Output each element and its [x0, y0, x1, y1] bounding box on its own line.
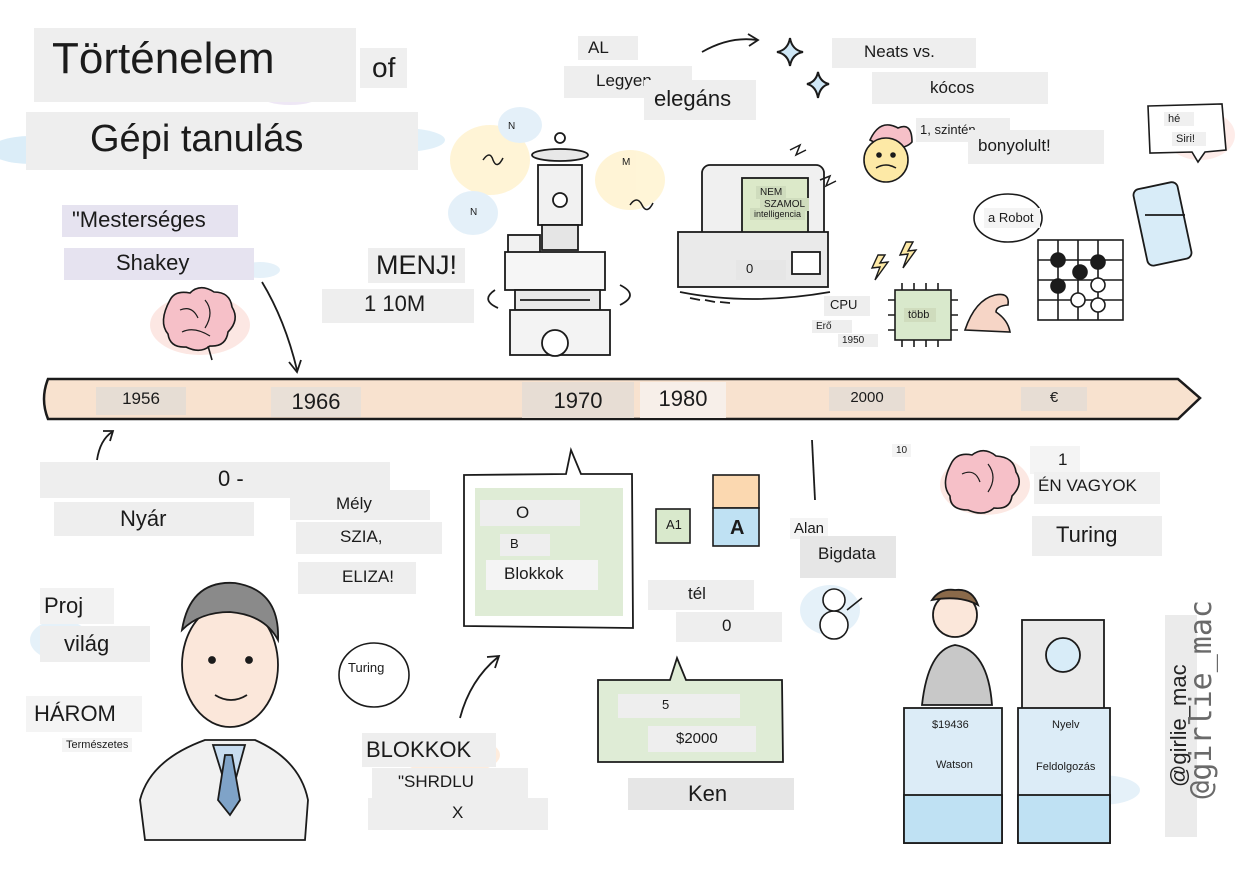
computer-illustration	[677, 164, 831, 304]
label-tobb: több	[904, 308, 936, 322]
label-al: AL	[578, 36, 638, 60]
label-harom: HÁROM	[26, 696, 142, 732]
label-en-vagyok: ÉN VAGYOK	[1034, 472, 1160, 504]
label-ten: 10	[892, 444, 912, 457]
squiggle-doodles	[482, 143, 837, 211]
label-shakey: Shakey	[64, 248, 254, 280]
label-termeszetes: Természetes	[62, 738, 133, 752]
snowman-icon	[819, 588, 863, 640]
label-intelligencia: intelligencia	[750, 208, 806, 220]
label-nem: NEM	[756, 186, 787, 199]
label-siri: Siri!	[1172, 132, 1206, 146]
exploding-head-icon	[863, 124, 913, 183]
page-title-of: of	[360, 48, 408, 88]
label-vilag: világ	[40, 626, 150, 662]
shakey-robot-illustration	[487, 132, 631, 357]
label-box-o: O	[480, 500, 580, 526]
label-usd2000: $2000	[648, 726, 756, 752]
timeline-year-euro: €	[1021, 387, 1087, 411]
label-feldolgozas: Feldolgozás	[1036, 761, 1096, 773]
label-m-1: M	[622, 157, 631, 168]
timeline-year-1966: 1966	[271, 387, 361, 417]
connector-arrows	[96, 33, 816, 719]
label-ken: Ken	[628, 778, 794, 810]
label-menj: MENJ!	[368, 248, 465, 283]
label-proj: Proj	[40, 588, 114, 624]
label-box-blokkok: Blokkok	[486, 560, 598, 590]
label-tel: tél	[648, 580, 754, 610]
label-one: 1	[1030, 446, 1080, 474]
label-he: hé	[1164, 112, 1194, 126]
label-a-robot: a Robot	[984, 208, 1040, 228]
label-nyelv: Nyelv	[1052, 719, 1080, 731]
brain-icon	[944, 449, 1020, 514]
label-cube-a: A	[730, 517, 745, 539]
label-shrdlu: "SHRDLU	[372, 768, 528, 798]
label-watson: Watson	[936, 759, 973, 771]
brain-icon	[162, 286, 236, 361]
label-turing: Turing	[1032, 516, 1162, 556]
watson-podium-illustration	[1017, 619, 1111, 844]
muscle-arm-icon	[963, 293, 1011, 333]
timeline-year-1970: 1970	[522, 382, 634, 418]
label-zero-tel: 0	[676, 612, 782, 642]
label-box-b: B	[500, 534, 550, 556]
label-computer-zero: 0	[736, 260, 786, 280]
timeline-year-1980: 1980	[640, 382, 726, 418]
timeline-year-1956: 1956	[96, 387, 186, 415]
label-eliza: ELIZA!	[298, 562, 416, 594]
label-szamol: SZAMOL	[760, 198, 810, 211]
lightning-icon	[870, 241, 918, 281]
turing-portrait	[139, 582, 309, 841]
cube-a1-icon	[655, 508, 691, 544]
cube-a-icon	[712, 474, 760, 547]
page-title-line1: Történelem	[34, 28, 356, 102]
label-mely: Mély	[290, 490, 430, 520]
label-szia: SZIA,	[296, 522, 442, 554]
label-ero: Erő	[812, 320, 852, 333]
label-kocos: kócos	[872, 72, 1048, 104]
smartphone-icon	[1132, 181, 1193, 267]
label-1950: 1950	[838, 334, 878, 347]
label-n-2: N	[470, 207, 478, 218]
label-blokkok-caps: BLOKKOK	[362, 733, 496, 767]
label-cpu: CPU	[824, 296, 870, 316]
label-watson-score: $19436	[932, 719, 969, 731]
label-elegans: elegáns	[644, 80, 756, 120]
page-title-line2: Gépi tanulás	[26, 112, 418, 170]
label-cube-a1: A1	[666, 517, 682, 532]
label-mesterseges: "Mesterséges	[62, 205, 238, 237]
label-n-1: N	[508, 121, 516, 132]
label-bigdata: Bigdata	[800, 536, 896, 578]
label-five: 5	[618, 694, 740, 718]
label-turing-bubble: Turing	[348, 660, 385, 675]
label-nyar: Nyár	[54, 502, 254, 536]
timeline-year-2000: 2000	[829, 387, 905, 411]
author-signature: @girlie_mac	[1184, 600, 1219, 799]
sparkle-icon	[776, 37, 830, 99]
label-1-10m: 1 10M	[322, 289, 474, 323]
label-alan: Alan	[790, 518, 829, 539]
label-neats: Neats vs.	[832, 38, 976, 68]
label-x: X	[368, 798, 548, 830]
go-board-icon	[1037, 239, 1124, 321]
ken-podium-illustration	[903, 588, 1003, 844]
turing-speech-bubble	[338, 642, 410, 708]
label-bonyolult: bonyolult!	[968, 130, 1104, 164]
